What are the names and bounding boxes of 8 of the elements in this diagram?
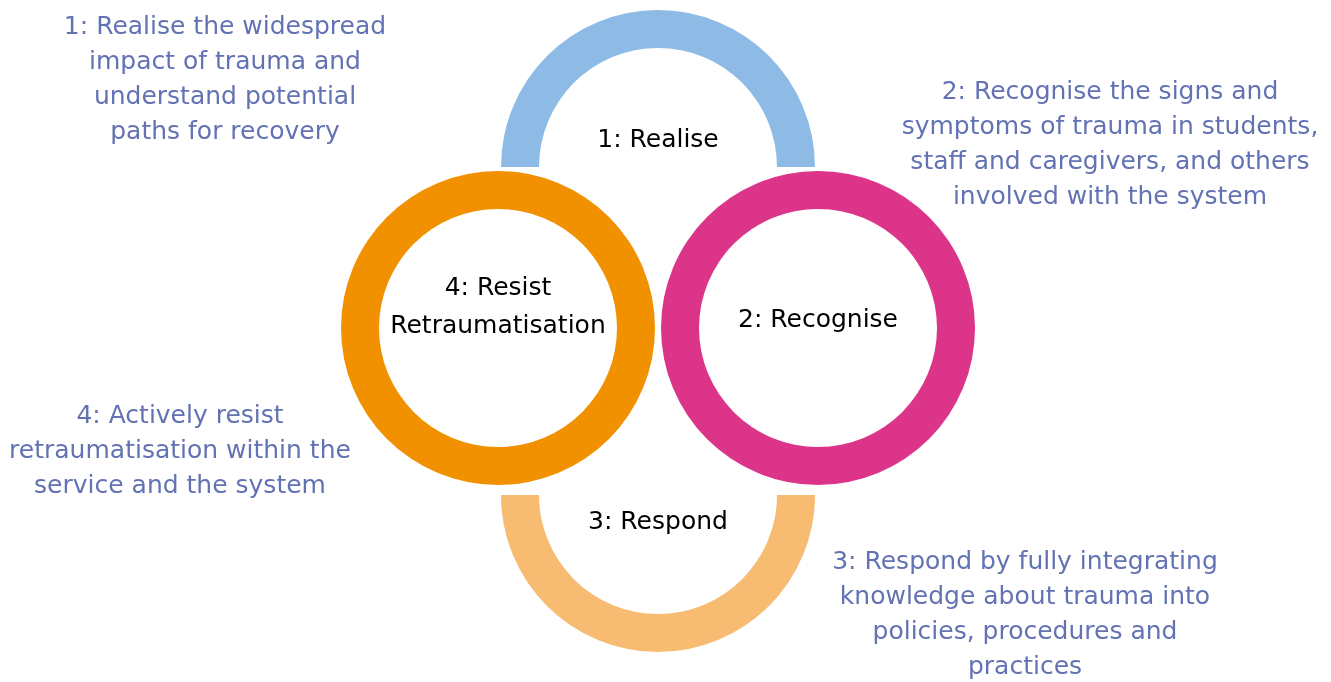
node-label: 3: Respond [587,505,729,537]
description-text: 3: Respond by fully integrating knowledge about trauma into policies, procedures and practices [831,545,1219,682]
node-label: 2: Recognise [737,303,899,335]
node-label: 4: Resist Retraumatisation [389,271,607,341]
description-text: 1: Realise the widespread impact of trauma and understand potential paths for recovery [62,10,388,147]
description-text: 4: Actively resist retraumatisation within the service and the system [8,399,352,501]
node-label: 1: Realise [596,123,720,155]
description-text: 2: Recognise the signs and symptoms of trauma in students, staff and caregivers, and others involved with the system [900,75,1320,212]
